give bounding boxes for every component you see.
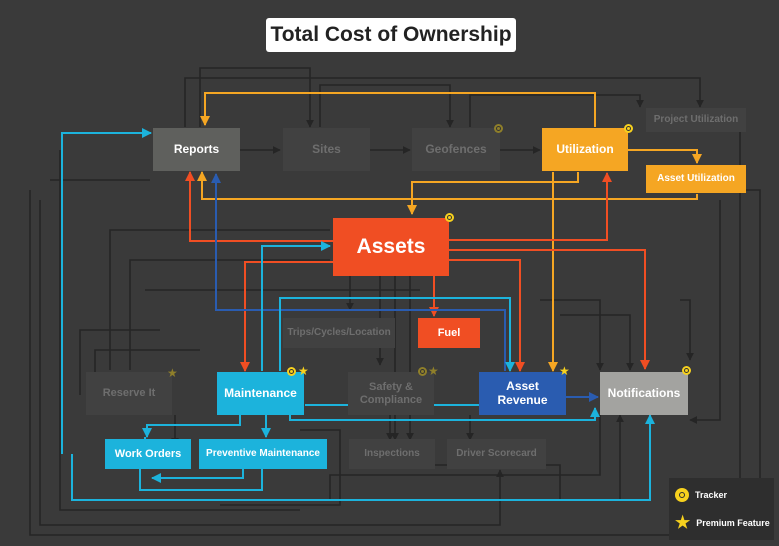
page-title: Total Cost of Ownership [266, 18, 516, 52]
node-inspections[interactable]: Inspections [349, 439, 435, 469]
node-trips[interactable]: Trips/Cycles/Location [283, 318, 395, 348]
node-driver-scorecard[interactable]: Driver Scorecard [447, 439, 546, 469]
node-assets[interactable]: Assets [333, 218, 449, 276]
safety-label-line1: Safety & [368, 380, 414, 393]
node-project-utilization[interactable]: Project Utilization [646, 108, 746, 132]
node-reserve-it[interactable]: Reserve It [86, 372, 172, 415]
node-maintenance[interactable]: Maintenance [217, 372, 304, 415]
revenue-premium-star-icon: ★ [559, 364, 570, 378]
revenue-connectors [211, 173, 599, 402]
node-preventive-maintenance[interactable]: Preventive Maintenance [199, 439, 327, 469]
legend-tracker-label: Tracker [695, 490, 728, 500]
node-reports[interactable]: Reports [153, 128, 240, 171]
maintenance-tracker-icon [287, 367, 296, 376]
premium-star-icon: ★ [675, 513, 691, 532]
legend: Tracker ★ Premium Feature [669, 478, 774, 540]
maintenance-premium-star-icon: ★ [298, 364, 309, 378]
node-asset-revenue[interactable]: Asset Revenue [479, 372, 566, 415]
node-notifications[interactable]: Notifications [600, 372, 688, 415]
safety-label-line2: Compliance [359, 393, 423, 406]
background-connectors [29, 67, 761, 536]
utilization-connectors [197, 92, 702, 372]
node-asset-utilization[interactable]: Asset Utilization [646, 165, 746, 193]
node-work-orders[interactable]: Work Orders [105, 439, 191, 469]
legend-premium-row: ★ Premium Feature [675, 513, 770, 532]
geofences-tracker-icon [494, 124, 503, 133]
tracker-icon [675, 488, 689, 502]
node-fuel[interactable]: Fuel [418, 318, 480, 348]
node-safety-compliance[interactable]: Safety & Compliance [348, 372, 434, 415]
assets-tracker-icon [445, 213, 454, 222]
utilization-tracker-icon [624, 124, 633, 133]
notifications-tracker-icon [682, 366, 691, 375]
reserve-premium-star-icon: ★ [167, 366, 178, 380]
safety-tracker-icon [418, 367, 427, 376]
legend-premium-label: Premium Feature [696, 518, 770, 528]
legend-tracker-row: Tracker [675, 488, 727, 502]
safety-premium-star-icon: ★ [428, 364, 439, 378]
node-sites[interactable]: Sites [283, 128, 370, 171]
node-geofences[interactable]: Geofences [412, 128, 500, 171]
node-utilization[interactable]: Utilization [542, 128, 628, 171]
asset-revenue-label-line2: Revenue [497, 392, 548, 407]
asset-revenue-label-line1: Asset [506, 378, 539, 393]
